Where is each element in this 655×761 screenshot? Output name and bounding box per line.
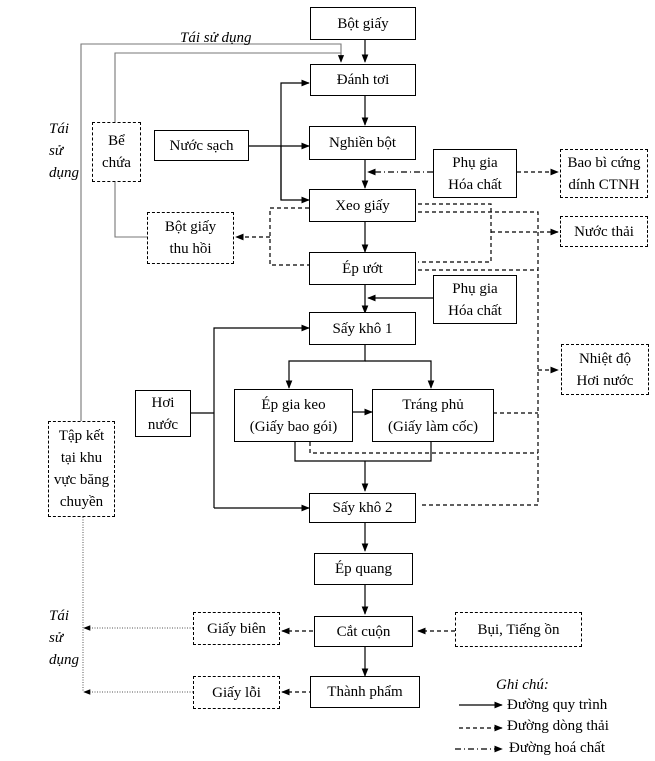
legend-item-process: Đường quy trình [507, 697, 608, 713]
node-nuoc-thai: Nước thải [560, 216, 648, 247]
node-xeo-giay: Xeo giấy [309, 189, 416, 222]
label-tai-su-dung-left: Tái sử dụng [49, 121, 79, 181]
reuse-top-inner [114, 52, 341, 122]
node-cat-cuon: Cắt cuộn [314, 616, 413, 647]
node-hoi-nuoc: Hơi nước [135, 390, 191, 437]
waste-xeo-thuhoi [269, 207, 309, 266]
waste-epgiakeo-bottom [309, 442, 538, 454]
waste-xeo-1 [418, 203, 492, 263]
node-nuoc-sach: Nước sạch [154, 130, 249, 161]
node-giay-loi: Giấy lỗi [193, 676, 280, 709]
flow-saykho1-split [285, 345, 366, 389]
node-ep-gia-keo: Ép gia keo (Giấy bao gói) [234, 389, 353, 442]
node-say-kho-2: Sấy khô 2 [309, 493, 416, 523]
legend-item-waste: Đường dòng thải [507, 718, 609, 734]
flow-water-danhtoi [280, 79, 310, 200]
waste-xeo-2 [418, 211, 539, 506]
node-bot-giay: Bột giấy [310, 7, 416, 40]
node-say-kho-1: Sấy khô 1 [309, 312, 416, 345]
node-danh-toi: Đánh tơi [310, 64, 416, 96]
node-nghien-bot: Nghiền bột [309, 126, 416, 160]
flow-hoinuoc-saykho1 [213, 324, 310, 508]
node-phu-gia-2: Phụ gia Hóa chất [433, 275, 517, 324]
node-trang-phu: Tráng phủ (Giấy làm cốc) [372, 389, 494, 442]
legend-title: Ghi chú: [496, 677, 549, 693]
node-be-chua: Bể chứa [92, 122, 141, 182]
node-giay-bien: Giấy biên [193, 612, 280, 645]
node-bot-giay-thu-hoi: Bột giấy thu hồi [147, 212, 234, 264]
node-ep-quang: Ép quang [314, 553, 413, 585]
node-bui-tieng-on: Bụi, Tiếng ồn [455, 612, 582, 647]
node-phu-gia-1: Phụ gia Hóa chất [433, 149, 517, 198]
node-bao-bi-ctnh: Bao bì cứng dính CTNH [560, 149, 648, 198]
label-tai-su-dung-top: Tái sử dụng [180, 30, 252, 46]
legend-item-chemical: Đường hoá chất [509, 740, 606, 756]
label-tai-su-dung-bottom: Tái sử dụng [49, 608, 79, 668]
node-thanh-pham: Thành phẩm [310, 676, 420, 708]
node-ep-uot: Ép ướt [309, 252, 416, 285]
reuse-bechua-thuhoi [114, 182, 148, 238]
flow-saykho1-trangphu [365, 360, 435, 389]
flow-merge [294, 442, 432, 462]
node-tap-ket: Tập kết tại khu vực băng chuyền [48, 421, 115, 517]
flow-water-xeogiay [280, 146, 310, 204]
node-nhiet-do-hoi-nuoc: Nhiệt độ Hơi nước [561, 344, 649, 395]
